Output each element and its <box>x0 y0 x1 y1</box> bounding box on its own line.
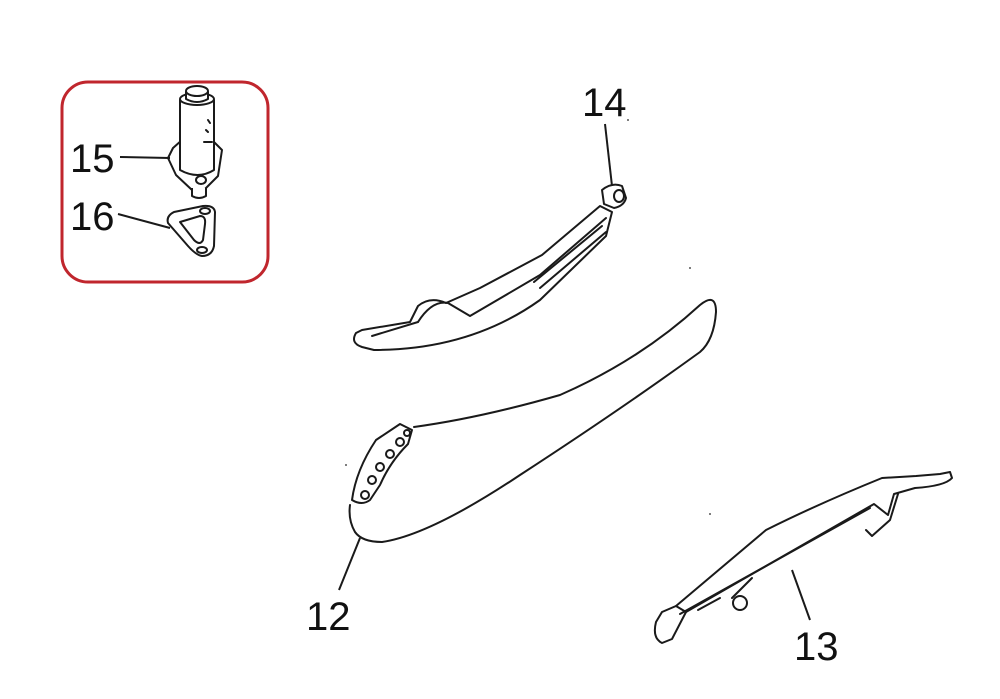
part-14-tensioner-slipper <box>353 183 627 351</box>
callout-16: 16 <box>70 195 115 239</box>
leader-12 <box>338 537 361 591</box>
leader-16 <box>117 213 171 229</box>
callout-14: 14 <box>582 81 627 125</box>
callout-12: 12 <box>306 595 351 639</box>
speck <box>709 513 711 515</box>
part-15-tensioner-adjuster <box>167 85 223 199</box>
highlight-box <box>60 80 270 284</box>
leader-15 <box>119 156 171 159</box>
leader-14 <box>604 123 613 187</box>
callout-13: 13 <box>794 625 839 669</box>
speck <box>627 119 629 121</box>
leader-13 <box>791 569 811 621</box>
part-12-cam-chain <box>348 298 717 543</box>
callout-15: 15 <box>70 137 115 181</box>
part-16-gasket <box>166 204 216 257</box>
chain-links <box>351 423 413 504</box>
speck <box>345 464 347 466</box>
speck <box>689 267 691 269</box>
part-13-chain-guide <box>653 471 953 644</box>
